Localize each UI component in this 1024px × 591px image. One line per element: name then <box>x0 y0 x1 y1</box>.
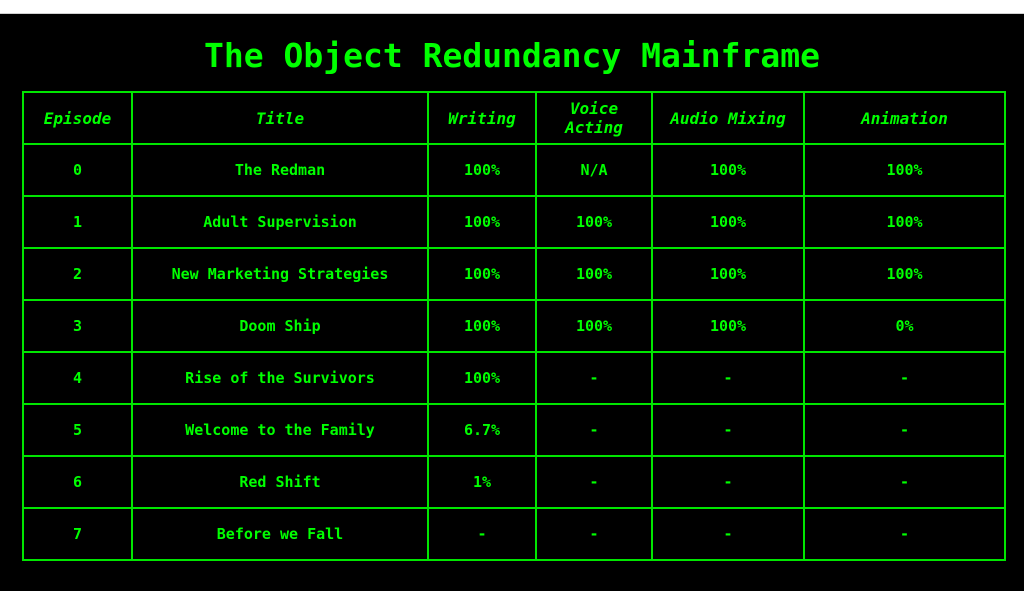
cell-audio-mixing: - <box>651 507 805 561</box>
table-row: 4 Rise of the Survivors 100% - - - <box>22 351 1006 405</box>
cell-writing: 6.7% <box>427 403 537 457</box>
cell-audio-mixing: 100% <box>651 143 805 197</box>
cell-voice-acting: N/A <box>535 143 653 197</box>
cell-writing: 100% <box>427 351 537 405</box>
cell-episode: 4 <box>22 351 133 405</box>
cell-title: The Redman <box>131 143 429 197</box>
page-title: The Object Redundancy Mainframe <box>204 36 820 75</box>
header-animation: Animation <box>803 91 1006 145</box>
cell-audio-mixing: - <box>651 403 805 457</box>
cell-audio-mixing: 100% <box>651 195 805 249</box>
cell-animation: - <box>803 455 1006 509</box>
cell-voice-acting: - <box>535 351 653 405</box>
cell-episode: 1 <box>22 195 133 249</box>
cell-title: Doom Ship <box>131 299 429 353</box>
cell-episode: 5 <box>22 403 133 457</box>
cell-audio-mixing: 100% <box>651 299 805 353</box>
cell-animation: 100% <box>803 143 1006 197</box>
cell-title: Before we Fall <box>131 507 429 561</box>
cell-animation: - <box>803 507 1006 561</box>
cell-voice-acting: - <box>535 403 653 457</box>
cell-animation: - <box>803 403 1006 457</box>
cell-voice-acting: 100% <box>535 195 653 249</box>
episode-progress-table: Episode Title Writing Voice Acting Audio… <box>22 91 1006 561</box>
cell-writing: 100% <box>427 247 537 301</box>
cell-writing: 1% <box>427 455 537 509</box>
table-row: 0 The Redman 100% N/A 100% 100% <box>22 143 1006 197</box>
cell-title: Red Shift <box>131 455 429 509</box>
cell-voice-acting: 100% <box>535 299 653 353</box>
table-row: 7 Before we Fall - - - - <box>22 507 1006 561</box>
table-row: 1 Adult Supervision 100% 100% 100% 100% <box>22 195 1006 249</box>
table-header-row: Episode Title Writing Voice Acting Audio… <box>22 91 1006 145</box>
browser-top-strip <box>0 0 1024 14</box>
cell-writing: 100% <box>427 195 537 249</box>
cell-writing: - <box>427 507 537 561</box>
cell-writing: 100% <box>427 299 537 353</box>
cell-audio-mixing: - <box>651 351 805 405</box>
cell-writing: 100% <box>427 143 537 197</box>
header-writing: Writing <box>427 91 537 145</box>
cell-animation: - <box>803 351 1006 405</box>
cell-animation: 100% <box>803 247 1006 301</box>
cell-title: Rise of the Survivors <box>131 351 429 405</box>
cell-animation: 0% <box>803 299 1006 353</box>
cell-title: Welcome to the Family <box>131 403 429 457</box>
cell-animation: 100% <box>803 195 1006 249</box>
cell-voice-acting: - <box>535 507 653 561</box>
table-row: 3 Doom Ship 100% 100% 100% 0% <box>22 299 1006 353</box>
cell-episode: 0 <box>22 143 133 197</box>
header-voice-acting: Voice Acting <box>535 91 653 145</box>
table-row: 5 Welcome to the Family 6.7% - - - <box>22 403 1006 457</box>
cell-voice-acting: - <box>535 455 653 509</box>
cell-episode: 6 <box>22 455 133 509</box>
table-row: 2 New Marketing Strategies 100% 100% 100… <box>22 247 1006 301</box>
cell-voice-acting: 100% <box>535 247 653 301</box>
table-row: 6 Red Shift 1% - - - <box>22 455 1006 509</box>
cell-episode: 3 <box>22 299 133 353</box>
cell-audio-mixing: 100% <box>651 247 805 301</box>
header-title: Title <box>131 91 429 145</box>
cell-title: New Marketing Strategies <box>131 247 429 301</box>
cell-episode: 2 <box>22 247 133 301</box>
header-episode: Episode <box>22 91 133 145</box>
mainframe-screen: The Object Redundancy Mainframe Episode … <box>0 14 1024 591</box>
cell-title: Adult Supervision <box>131 195 429 249</box>
header-audio-mixing: Audio Mixing <box>651 91 805 145</box>
cell-episode: 7 <box>22 507 133 561</box>
cell-audio-mixing: - <box>651 455 805 509</box>
